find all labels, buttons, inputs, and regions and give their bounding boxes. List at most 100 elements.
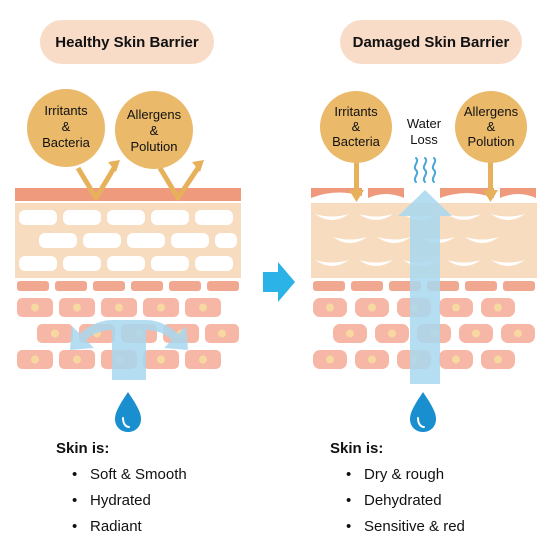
healthy-lipid-bricks bbox=[19, 210, 237, 271]
damaged-lipid bbox=[491, 214, 525, 220]
cell bbox=[131, 281, 163, 291]
lipid-brick bbox=[195, 256, 233, 271]
evaporation-waves-icon bbox=[413, 157, 437, 183]
cell-nucleus bbox=[73, 355, 81, 364]
damaged-irritants-label-2: & bbox=[352, 119, 361, 134]
cell bbox=[465, 281, 497, 291]
process-arrow-icon bbox=[263, 262, 295, 302]
cell-nucleus bbox=[494, 303, 502, 312]
healthy-panel: Irritants & Bacteria Allergens & Polutio… bbox=[15, 89, 241, 432]
healthy-allergens-circle bbox=[115, 91, 193, 169]
damaged-lipid bbox=[377, 237, 411, 243]
cell bbox=[313, 281, 345, 291]
water-loss-label-1: Water bbox=[407, 116, 442, 131]
cell-nucleus bbox=[73, 303, 81, 312]
lipid-brick bbox=[19, 210, 57, 225]
lipid-brick bbox=[195, 210, 233, 225]
lipid-brick bbox=[171, 233, 209, 248]
cell-nucleus bbox=[31, 355, 39, 364]
damaged-barrier-top bbox=[311, 188, 536, 198]
damaged-list-title: Skin is: bbox=[330, 440, 384, 457]
cell-nucleus bbox=[326, 355, 334, 364]
healthy-irritants-circle bbox=[27, 89, 105, 167]
list-item: Radiant bbox=[72, 517, 187, 536]
healthy-irritants-label-2: & bbox=[62, 119, 71, 134]
cell-nucleus bbox=[157, 303, 165, 312]
damaged-allergens-down-arrow bbox=[488, 162, 493, 192]
damaged-lipid bbox=[447, 214, 481, 220]
damaged-allergens-circle bbox=[455, 91, 527, 163]
healthy-title-pill: Healthy Skin Barrier bbox=[40, 20, 214, 64]
cell bbox=[55, 281, 87, 291]
damaged-allergens-label-1: Allergens bbox=[464, 104, 519, 119]
lipid-brick bbox=[107, 256, 145, 271]
lipid-brick bbox=[63, 256, 101, 271]
healthy-list: Skin is: Soft & Smooth Hydrated Radiant bbox=[56, 440, 187, 543]
cell bbox=[169, 281, 201, 291]
damaged-lipid bbox=[333, 237, 367, 243]
damaged-irritants-down-arrow bbox=[354, 162, 359, 192]
cell bbox=[93, 281, 125, 291]
cell bbox=[351, 281, 383, 291]
cell-nucleus bbox=[326, 303, 334, 312]
healthy-allergens-label-2: & bbox=[150, 123, 159, 138]
healthy-irritants-label-3: Bacteria bbox=[42, 135, 90, 150]
cell-nucleus bbox=[218, 329, 226, 338]
list-item: Hydrated bbox=[72, 491, 187, 510]
lipid-brick bbox=[127, 233, 165, 248]
damaged-lipid bbox=[491, 260, 525, 266]
cell-nucleus bbox=[388, 329, 396, 338]
damaged-allergens-label-3: Polution bbox=[468, 134, 515, 149]
healthy-allergens-label-1: Allergens bbox=[127, 107, 182, 122]
damaged-water-drop-icon bbox=[410, 392, 436, 432]
damaged-lipid bbox=[447, 260, 481, 266]
damaged-lipid bbox=[359, 214, 393, 220]
lipid-brick bbox=[63, 210, 101, 225]
healthy-allergens-deflect-arrow bbox=[157, 166, 201, 201]
damaged-irritants-label-3: Bacteria bbox=[332, 134, 380, 149]
healthy-water-drop-icon bbox=[115, 392, 141, 432]
healthy-list-title: Skin is: bbox=[56, 440, 110, 457]
healthy-allergens-label-3: Polution bbox=[131, 139, 178, 154]
list-item: Dry & rough bbox=[346, 465, 465, 484]
damaged-lipid bbox=[315, 260, 349, 266]
damaged-panel: Irritants & Bacteria Allergens & Polutio… bbox=[311, 91, 537, 432]
lipid-brick bbox=[215, 233, 237, 248]
cell bbox=[503, 281, 535, 291]
cell-nucleus bbox=[157, 355, 165, 364]
cell-nucleus bbox=[494, 355, 502, 364]
damaged-water-loss-arrow bbox=[398, 190, 452, 384]
lipid-brick bbox=[151, 256, 189, 271]
cell-nucleus bbox=[368, 355, 376, 364]
healthy-water-flow bbox=[70, 320, 188, 380]
healthy-irritants-deflect-arrow bbox=[75, 166, 117, 201]
list-item: Dehydrated bbox=[346, 491, 465, 510]
cell-nucleus bbox=[199, 303, 207, 312]
damaged-title-pill: Damaged Skin Barrier bbox=[340, 20, 522, 64]
damaged-irritants-label-1: Irritants bbox=[334, 104, 378, 119]
lipid-brick bbox=[19, 256, 57, 271]
cell-nucleus bbox=[452, 355, 460, 364]
damaged-allergens-label-2: & bbox=[487, 119, 496, 134]
damaged-lipid bbox=[465, 237, 499, 243]
lipid-brick bbox=[39, 233, 77, 248]
damaged-list: Skin is: Dry & rough Dehydrated Sensitiv… bbox=[330, 440, 465, 543]
lipid-brick bbox=[151, 210, 189, 225]
damaged-title: Damaged Skin Barrier bbox=[352, 33, 510, 51]
damaged-lipid bbox=[315, 214, 349, 220]
healthy-barrier-top bbox=[15, 188, 241, 201]
cell bbox=[17, 281, 49, 291]
lipid-brick bbox=[107, 210, 145, 225]
lipid-brick bbox=[83, 233, 121, 248]
cell-nucleus bbox=[31, 303, 39, 312]
cell-nucleus bbox=[472, 329, 480, 338]
cell-nucleus bbox=[199, 355, 207, 364]
cell-nucleus bbox=[346, 329, 354, 338]
cell-nucleus bbox=[51, 329, 59, 338]
list-item: Sensitive & red bbox=[346, 517, 465, 536]
damaged-irritants-circle bbox=[320, 91, 392, 163]
damaged-lipid bbox=[359, 260, 393, 266]
list-item: Soft & Smooth bbox=[72, 465, 187, 484]
cell bbox=[207, 281, 239, 291]
